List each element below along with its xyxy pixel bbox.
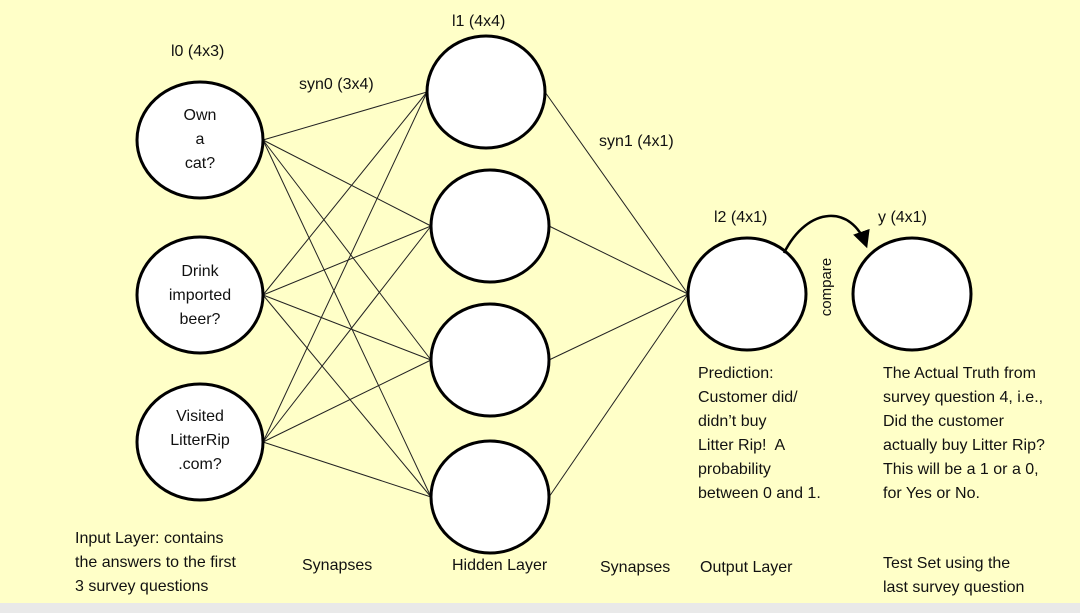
caption-input-layer: Input Layer: contains the answers to the… <box>75 530 236 595</box>
input-node-visited-litterrip <box>135 382 265 502</box>
caption-synapses-1: Synapses <box>302 557 373 574</box>
label-l2: l2 (4x1) <box>714 209 768 226</box>
compare-arrow <box>782 214 870 254</box>
synapse-line <box>548 225 689 295</box>
synapse-line <box>262 139 432 361</box>
label-y: y (4x1) <box>878 209 927 226</box>
compare-label: compare <box>818 257 835 317</box>
synapse-line <box>262 225 432 296</box>
output-node-l2 <box>686 236 808 352</box>
synapse-line <box>262 359 432 443</box>
label-l1: l1 (4x4) <box>452 13 506 30</box>
synapse-line <box>548 293 689 361</box>
truth-node-y <box>851 236 973 352</box>
synapse-line <box>262 139 432 227</box>
label-syn0: syn0 (3x4) <box>299 76 374 93</box>
synapse-lines-syn1 <box>544 91 689 498</box>
synapse-line <box>262 91 428 141</box>
input-node-text-imported-beer: Drink imported beer? <box>168 263 232 328</box>
synapse-line <box>262 91 428 296</box>
caption-output-layer: Output Layer <box>700 559 793 576</box>
hidden-node-3 <box>429 302 551 418</box>
synapse-line <box>262 294 432 498</box>
caption-synapses-2: Synapses <box>600 559 671 576</box>
hidden-node-2 <box>429 168 551 284</box>
caption-hidden-layer: Hidden Layer <box>452 557 548 574</box>
caption-test-set: Test Set using the last survey question <box>883 555 1025 596</box>
synapse-line <box>262 225 432 443</box>
hidden-node-4 <box>429 439 551 555</box>
synapse-line <box>262 294 432 361</box>
synapse-lines-syn0 <box>262 91 432 498</box>
input-node-text-visited-litterrip: Visited LitterRip .com? <box>170 408 230 473</box>
synapse-line <box>544 91 689 295</box>
synapse-line <box>548 293 689 498</box>
prediction-note: Prediction: Customer did/ didn’t buy Lit… <box>698 365 821 502</box>
synapse-line <box>262 441 432 498</box>
input-node-imported-beer <box>135 235 265 355</box>
input-node-text-own-cat: Own a cat? <box>183 107 217 172</box>
hidden-node-1 <box>425 34 547 150</box>
bottom-strip <box>0 603 1080 613</box>
label-syn1: syn1 (4x1) <box>599 133 674 150</box>
label-l0: l0 (4x3) <box>171 43 225 60</box>
synapse-line <box>262 91 428 443</box>
input-node-own-cat <box>135 80 265 200</box>
synapse-line <box>262 139 432 498</box>
truth-note: The Actual Truth from survey question 4,… <box>883 365 1045 502</box>
